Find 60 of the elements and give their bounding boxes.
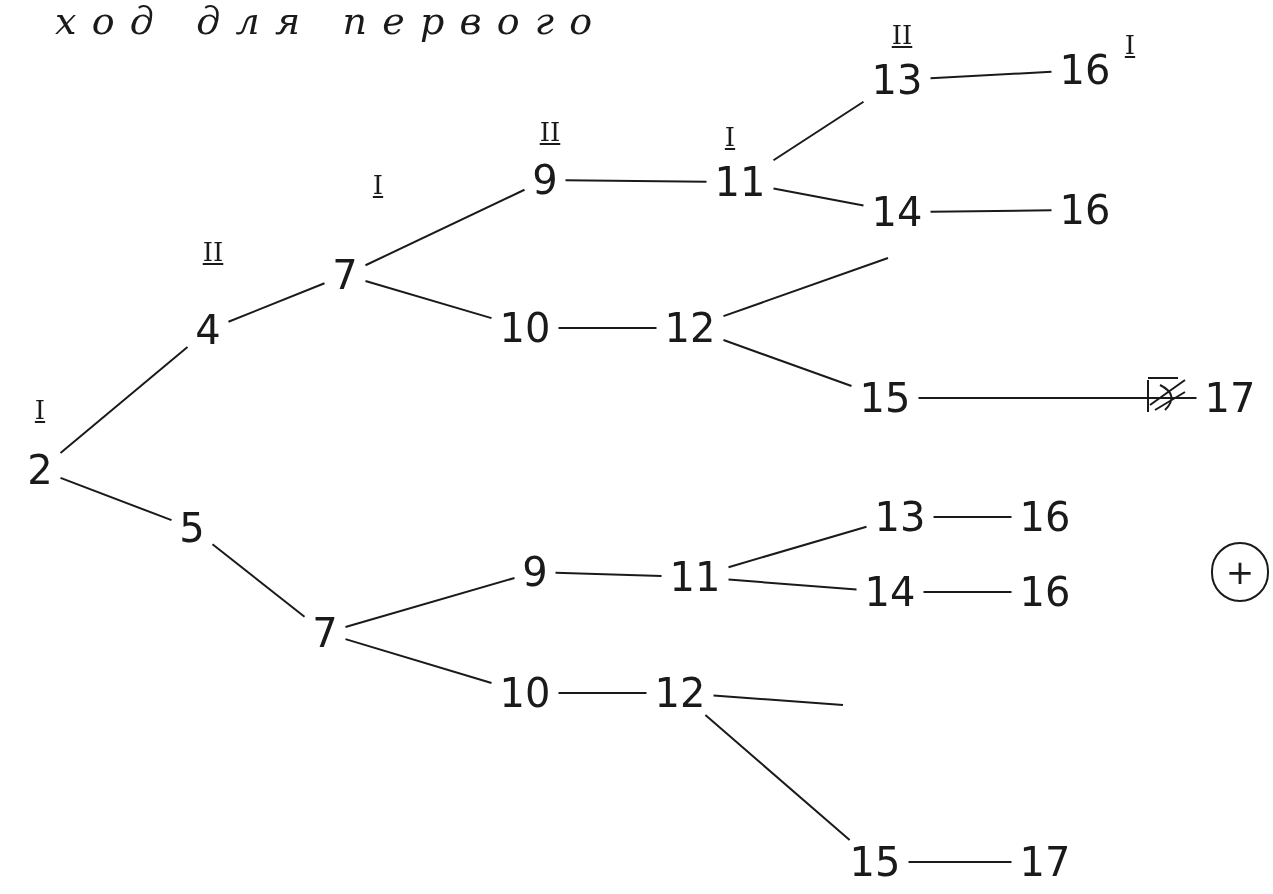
connector-line: [727, 525, 868, 569]
move-number: 12: [652, 673, 708, 713]
connector-line: [211, 543, 306, 618]
player-numeral: II: [539, 119, 561, 145]
move-number: 9: [530, 160, 560, 200]
connector-line: [344, 576, 516, 629]
player-numeral: I: [372, 172, 384, 198]
connector-line: [554, 571, 663, 577]
connector-line: [557, 327, 658, 329]
move-number: 16: [1017, 497, 1073, 537]
connector-line: [929, 70, 1053, 80]
connector-line: [59, 346, 189, 454]
player-numeral: II: [891, 22, 913, 48]
handwritten-title: ход для первого: [55, 2, 608, 40]
move-number: 15: [857, 378, 913, 418]
connector-line: [557, 692, 648, 694]
move-number: 15: [847, 842, 903, 882]
move-number: 14: [869, 192, 925, 232]
connector-line: [564, 179, 708, 183]
connector-line: [722, 339, 853, 387]
connector-line: [727, 578, 858, 591]
move-number: 14: [862, 572, 918, 612]
connector-line: [932, 516, 1013, 518]
connector-line: [364, 280, 493, 320]
connector-line: [917, 397, 1198, 399]
connector-line: [59, 476, 173, 522]
move-number: 11: [667, 557, 723, 597]
move-number: 13: [872, 497, 928, 537]
move-number: 7: [330, 255, 360, 295]
move-number: 12: [662, 308, 718, 348]
connector-line: [929, 209, 1053, 213]
move-number: 13: [869, 60, 925, 100]
connector-line: [772, 187, 865, 207]
move-number: 17: [1202, 378, 1258, 418]
move-number: 9: [520, 552, 550, 592]
move-number: 16: [1057, 50, 1113, 90]
player-numeral: II: [202, 239, 224, 265]
move-number: 10: [497, 673, 553, 713]
circled-plus-sign: +: [1211, 542, 1269, 602]
connector-line: [772, 100, 865, 162]
move-number: 10: [497, 308, 553, 348]
move-number: 2: [25, 450, 55, 490]
connector-line: [722, 257, 889, 318]
move-number: 7: [310, 613, 340, 653]
move-number: 5: [177, 508, 207, 548]
move-number: 4: [193, 310, 223, 350]
connector-line: [922, 591, 1013, 593]
player-numeral: I: [1124, 32, 1136, 58]
player-numeral: I: [34, 397, 46, 423]
move-number: 17: [1017, 842, 1073, 882]
connector-line: [364, 188, 526, 267]
move-number: 16: [1057, 190, 1113, 230]
move-number: 11: [712, 162, 768, 202]
connector-line: [227, 282, 326, 323]
connector-line: [704, 714, 851, 841]
connector-line: [344, 638, 493, 684]
connector-line: [907, 861, 1013, 863]
move-number: 16: [1017, 572, 1073, 612]
connector-line: [712, 694, 844, 706]
player-numeral: I: [724, 124, 736, 150]
